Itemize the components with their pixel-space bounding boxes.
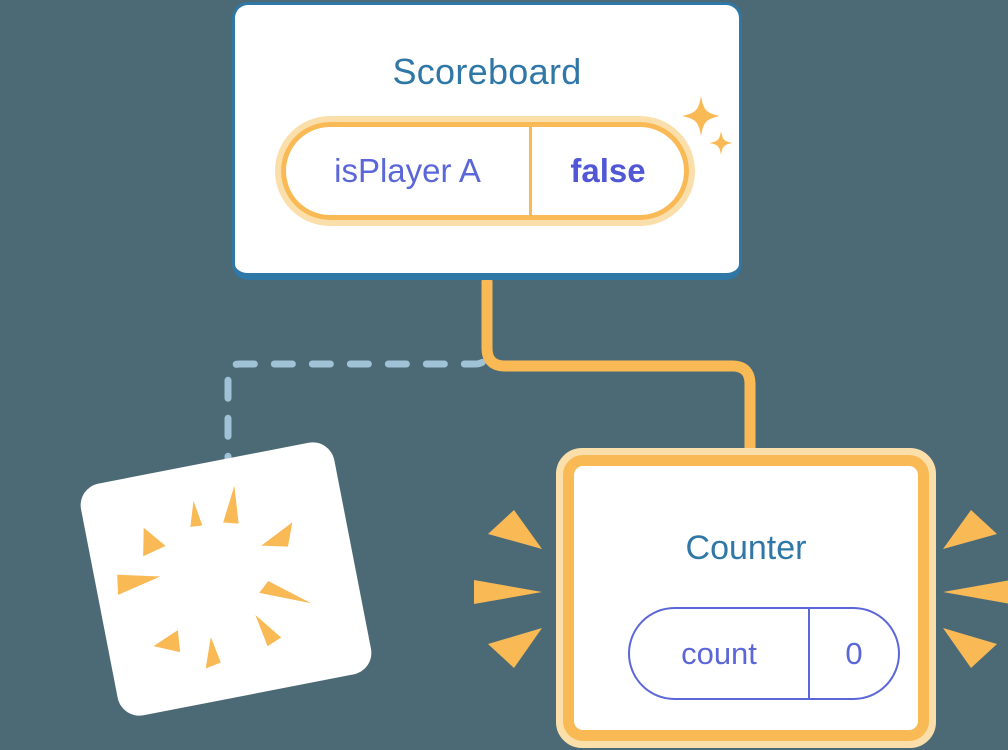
pill-value-label: false <box>570 152 646 189</box>
ray-icon <box>488 628 542 668</box>
sparkle-group <box>682 96 733 155</box>
pill-key-label: count <box>681 635 757 671</box>
pill-body[interactable]: isPlayer A false <box>281 122 689 220</box>
counter-title: Counter <box>685 529 807 567</box>
ray-icon <box>943 580 1008 604</box>
ray-icon <box>117 574 161 595</box>
ray-icon <box>488 510 542 549</box>
ray-icon <box>474 580 542 604</box>
counter-highlight-halo <box>556 448 936 748</box>
ray-icon <box>143 527 166 557</box>
ray-icon <box>259 580 312 604</box>
pill-value-cell: false <box>532 127 684 215</box>
pill-key-cell: isPlayer A <box>286 127 532 215</box>
counter-card-body: Counter count 0 <box>563 455 929 741</box>
tilted-blank-card[interactable] <box>76 438 376 720</box>
ray-icon <box>205 636 221 669</box>
ray-icon <box>943 510 997 549</box>
scoreboard-title: Scoreboard <box>392 51 582 92</box>
solid-connector-to-counter <box>481 276 756 476</box>
dashed-connector-to-tilted-card <box>224 284 491 474</box>
pill-key-cell: count <box>630 609 810 698</box>
counter-burst-rays-left <box>474 510 542 668</box>
ray-icon <box>190 500 203 527</box>
counter-burst-rays-right <box>943 510 1008 668</box>
counter-card[interactable]: Counter count 0 <box>556 448 936 748</box>
ray-icon <box>153 630 181 653</box>
tilted-card-burst-icon <box>117 485 312 669</box>
pill-value-cell: 0 <box>810 609 898 698</box>
ray-icon <box>255 615 282 647</box>
pill-key-label: isPlayer A <box>334 152 481 189</box>
ray-icon <box>261 522 293 547</box>
pill-value-label: 0 <box>845 635 863 671</box>
sparkle-small-icon <box>709 131 733 155</box>
scoreboard-state-pill[interactable]: isPlayer A false <box>275 116 695 226</box>
ray-icon <box>223 485 239 524</box>
ray-icon <box>943 628 997 668</box>
sparkle-large-icon <box>682 96 720 136</box>
pill-highlight-halo <box>275 116 695 226</box>
counter-state-pill[interactable]: count 0 <box>628 607 900 700</box>
